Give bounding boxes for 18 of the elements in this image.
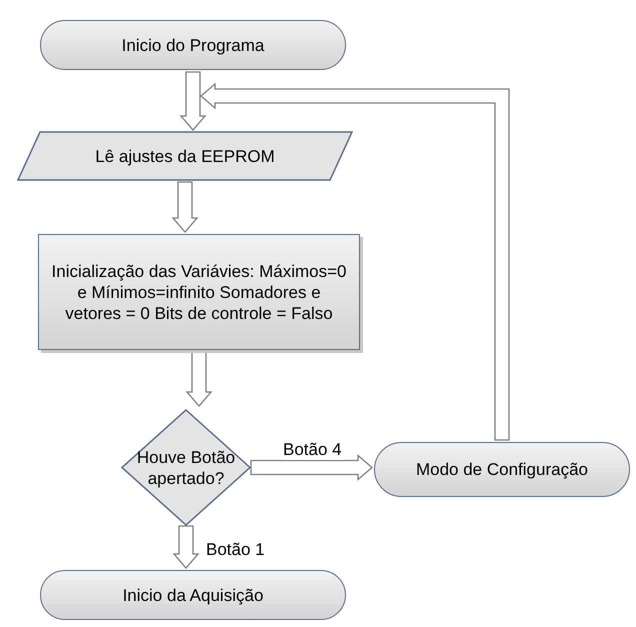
block-arrow bbox=[172, 181, 198, 233]
node-text: Modo de Configuração bbox=[416, 459, 588, 480]
decision-diamond bbox=[122, 410, 250, 525]
block-arrow bbox=[250, 454, 373, 481]
node-text: Houve Botão apertado? bbox=[136, 446, 236, 488]
block-arrow bbox=[186, 351, 212, 407]
start-terminal bbox=[40, 20, 346, 70]
end-terminal bbox=[40, 570, 346, 620]
node-text: Inicialização das Variávies: Máximos=0 e Mínimos=infinito Somadores e vetores = 0 Bits de controle = Falso bbox=[50, 260, 348, 324]
block-arrow bbox=[172, 525, 200, 569]
block-arrow bbox=[180, 71, 206, 131]
edge-label: Botão 4 bbox=[281, 440, 344, 460]
process-box bbox=[38, 234, 360, 350]
node-text: Inicio da Aquisição bbox=[122, 584, 264, 606]
input-parallelogram bbox=[18, 132, 352, 180]
node-text: Lê ajustes da EEPROM bbox=[95, 146, 275, 166]
block-arrow bbox=[200, 82, 510, 441]
node-text: Inicio do Programa bbox=[122, 34, 264, 56]
